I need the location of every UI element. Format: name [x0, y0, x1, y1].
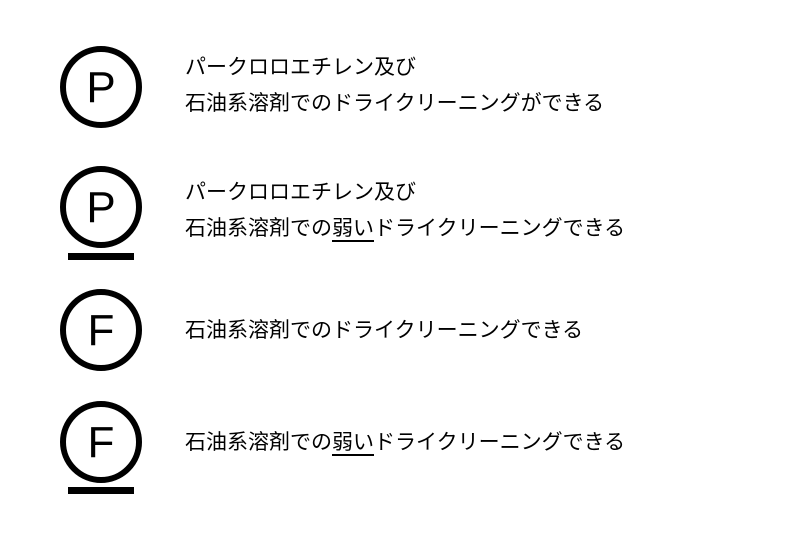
- circle-f-underline-icon: F: [60, 401, 142, 494]
- text-line: 石油系溶剤での弱いドライクリーニングできる: [185, 424, 625, 460]
- text-segment: ドライクリーニングできる: [374, 430, 626, 454]
- dry-clean-p-symbol: P: [58, 42, 144, 142]
- description-3: 石油系溶剤でのドライクリーニングできる: [185, 312, 583, 348]
- description-2: パークロロエチレン及び 石油系溶剤での弱いドライクリーニングできる: [185, 174, 625, 246]
- emphasis-text: 弱い: [332, 216, 374, 242]
- symbol-letter: F: [88, 306, 115, 355]
- text-segment: ドライクリーニングできる: [374, 216, 626, 240]
- text-line: 石油系溶剤での弱いドライクリーニングできる: [185, 210, 625, 246]
- description-4: 石油系溶剤での弱いドライクリーニングできる: [185, 424, 625, 460]
- text-line: パークロロエチレン及び: [185, 55, 416, 79]
- dry-clean-p-gentle-symbol: P: [58, 162, 144, 264]
- text-segment: 石油系溶剤での: [185, 430, 332, 454]
- text-line: パークロロエチレン及び: [185, 180, 416, 204]
- dry-clean-f-gentle-symbol: F: [58, 397, 144, 499]
- circle-p-icon: P: [60, 46, 142, 128]
- text-segment: 石油系溶剤での: [185, 216, 332, 240]
- circle-f-icon: F: [60, 289, 142, 371]
- circle-p-underline-icon: P: [60, 166, 142, 260]
- dry-clean-f-symbol: F: [58, 285, 144, 385]
- description-1: パークロロエチレン及び 石油系溶剤でのドライクリーニングができる: [185, 49, 604, 121]
- symbol-letter: P: [86, 63, 115, 112]
- emphasis-text: 弱い: [332, 430, 374, 456]
- text-line: 石油系溶剤でのドライクリーニングできる: [185, 318, 584, 342]
- symbol-letter: F: [88, 418, 115, 467]
- text-line: 石油系溶剤でのドライクリーニングができる: [185, 91, 605, 115]
- symbol-letter: P: [86, 183, 115, 232]
